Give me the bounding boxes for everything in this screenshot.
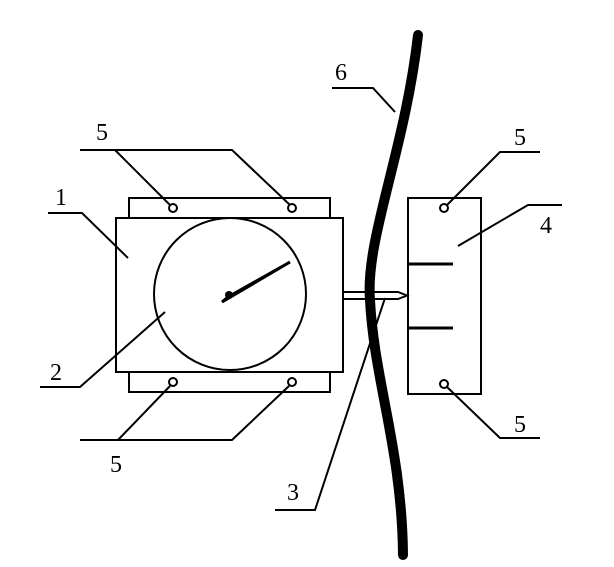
leader-lines [40,87,562,511]
bottom-mounting-plate [128,371,331,393]
label-screw-bottom-left: 5 [110,452,122,478]
top-mounting-plate [128,197,331,219]
belt [364,30,423,560]
label-belt: 6 [335,60,347,86]
screw-icon [168,377,178,387]
label-reference-block: 4 [540,213,552,239]
dial-needle [221,260,291,304]
label-probe: 3 [287,480,299,506]
label-dynamometer-body: 1 [55,185,67,211]
label-screw-bottom-right: 5 [514,412,526,438]
screw-icon [439,379,449,389]
dial [153,217,307,371]
label-screw-top-left: 5 [96,120,108,146]
label-screw-top-right: 5 [514,125,526,151]
screw-icon [168,203,178,213]
probe [342,291,410,300]
screw-icon [287,203,297,213]
screw-icon [439,203,449,213]
label-dial: 2 [50,360,62,386]
reference-block [407,197,482,395]
needle-pivot [225,291,233,299]
screw-icon [287,377,297,387]
